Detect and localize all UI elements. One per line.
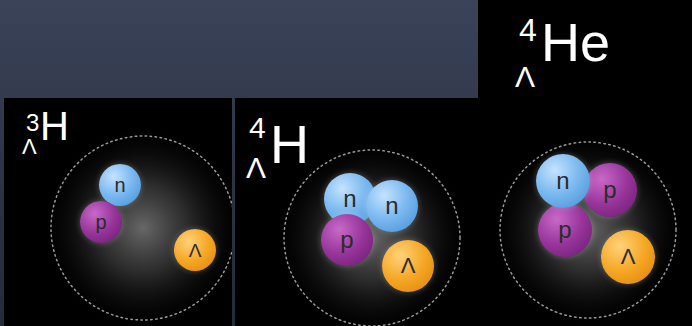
baryon-circle: n — [366, 180, 418, 232]
hypernucleus-panel: 4ΛHnnpΛ — [235, 98, 478, 326]
element-symbol: H — [40, 106, 69, 146]
hyperon-subscript: Λ — [515, 62, 535, 92]
mass-number: 4 — [249, 113, 266, 143]
nucleus-boundary — [51, 136, 232, 320]
hyperon-subscript: Λ — [22, 136, 37, 158]
particle-symbol: Λ — [189, 241, 202, 260]
nucleus-glow — [45, 130, 232, 326]
baryon-circle: Λ — [382, 240, 434, 292]
baryon-circle: p — [583, 163, 637, 217]
baryon-circle: n — [536, 154, 590, 208]
nucleus-glow — [278, 144, 466, 326]
particle-symbol: Λ — [621, 246, 636, 268]
particle-symbol: n — [385, 194, 398, 218]
particle-symbol: p — [340, 228, 353, 252]
particle-symbol: Λ — [401, 255, 416, 277]
baryon-circle: Λ — [174, 229, 216, 271]
nucleus-boundary — [284, 150, 460, 326]
hypernucleus-panel: 4ΛHenppΛ — [478, 0, 692, 326]
particle-symbol: n — [556, 169, 569, 193]
baryon-circle: p — [321, 214, 373, 266]
nucleus-boundary — [500, 142, 676, 318]
baryon-circle: Λ — [601, 230, 655, 284]
particle-symbol: p — [558, 218, 571, 242]
mass-number: 4 — [519, 14, 537, 46]
particle-symbol: n — [114, 175, 125, 195]
particle-symbol: p — [603, 178, 616, 202]
particle-symbol: p — [95, 212, 106, 232]
particle-symbol: n — [343, 187, 356, 211]
nucleus-glow — [494, 136, 682, 324]
baryon-circle: p — [538, 203, 592, 257]
element-symbol: He — [541, 15, 610, 69]
hypernucleus-panel: 3ΛHnpΛ — [4, 98, 232, 326]
element-symbol: H — [270, 117, 309, 171]
hyperon-subscript: Λ — [246, 153, 266, 183]
baryon-circle: n — [99, 164, 141, 206]
baryon-circle: p — [80, 201, 122, 243]
mass-number: 3 — [26, 111, 39, 135]
